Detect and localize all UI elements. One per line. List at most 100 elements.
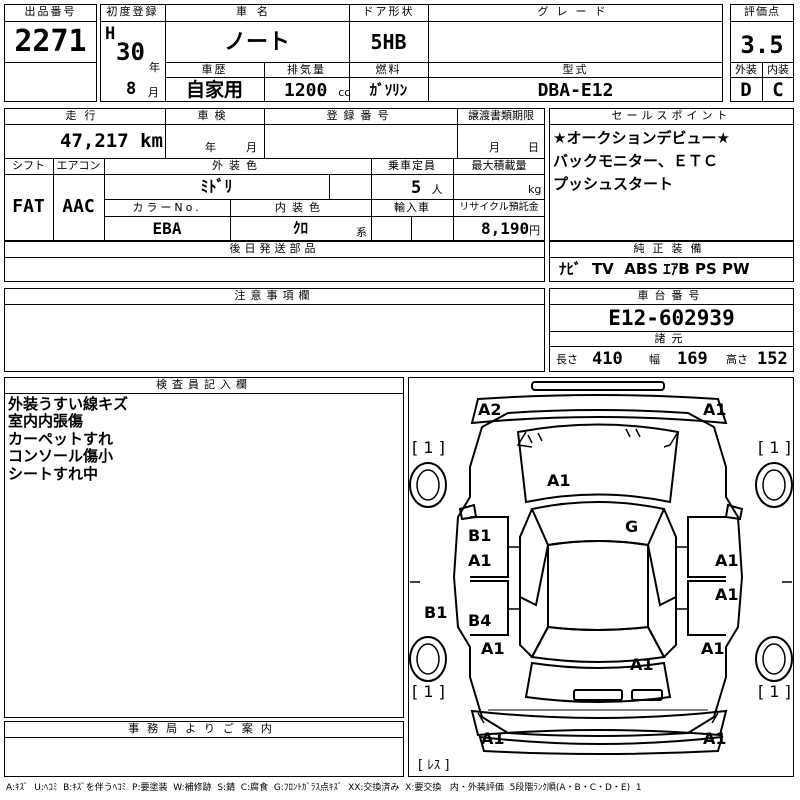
capacity-unit: 人 [431,183,443,196]
chassis-number-label: 車台番号 [637,289,706,302]
notes-label: 注意事項欄 [234,289,315,302]
height-value: 152 [757,349,788,369]
office-box [4,721,404,777]
registration-month: 8 [126,79,137,99]
mark-tire-front-right: [ 1 ] [758,438,791,457]
mark-rear-bumper-left: A1 [481,729,505,748]
displacement-value: 1200 cc [284,82,350,100]
mark-trunk: A1 [630,655,654,674]
mark-roof: G [625,517,639,536]
mark-sill-left: B1 [424,603,448,622]
car-name-label: 車名 [236,5,278,18]
height-label: 高さ [726,353,748,366]
mark-front-right: A1 [703,400,727,419]
interior-label: 内装 [767,63,789,76]
capacity-number: 5 [411,178,422,198]
inspector-note: 室内内張傷 [8,412,84,430]
overall-score: 3.5 [740,31,784,59]
interior-color: ｸﾛ [292,219,308,237]
recycle-fee-number: 8,190 [481,219,530,238]
mark-tire-rear-right: [ 1 ] [758,682,791,701]
width-value: 169 [677,349,708,369]
length-label: 長さ [556,353,578,366]
damage-diagram-box [408,377,794,777]
transfer-deadline-label: 譲渡書類期限 [468,109,534,122]
interior-grade: C [772,79,784,101]
mark-tire-front-left: [ 1 ] [412,438,445,457]
later-parts-box [4,241,545,282]
later-parts-label: 後日発送部品 [229,242,320,255]
mark-rear-door-left: B4 [468,611,492,630]
sales-point-label: セールスポイント [611,109,732,122]
mark-spare-tire: [ ﾚｽ ] [418,758,450,773]
mark-front-door-left-b: B1 [468,526,492,545]
aircon-value: AAC [62,196,95,217]
mileage-label: 走行 [65,109,104,122]
width-label: 幅 [649,353,660,366]
mark-front-door-right: A1 [715,551,739,570]
color-number: EBA [152,219,182,238]
mark-rear-door-right: A1 [715,585,739,604]
lot-number-label: 出品番号 [24,5,77,18]
capacity-label: 乗車定員 [388,159,436,172]
history-value: 自家用 [185,79,243,101]
inspector-note: コンソール傷小 [8,447,114,465]
inspector-note: カーペットすれ [8,430,114,448]
inspection-month-unit: 月 [246,141,257,154]
equipment-box [549,241,794,282]
lot-number-box [4,4,97,102]
mileage-number: 47,217 [60,130,129,152]
max-load-unit: kg [528,183,542,196]
lot-number: 2271 [14,24,87,59]
door-type-label: ドア形状 [362,5,415,18]
fuel-value: ｶﾞｿﾘﾝ [369,81,408,99]
year-unit: 年 [149,61,160,74]
first-registration-label: 初度登録 [106,5,159,18]
mark-rear-bumper-right: A1 [703,729,727,748]
chassis-number: E12-602939 [608,306,735,330]
model-label: 型式 [562,63,589,76]
inspector-box [4,377,404,718]
era-letter: H [105,24,116,44]
vehicle-header-box [100,4,723,102]
recycle-fee: 8,190円 [481,221,540,237]
car-name: ノート [223,30,290,55]
mark-tire-rear-left: [ 1 ] [412,682,445,701]
shift-label: シフト [12,159,45,172]
max-load-label: 最大積載量 [471,159,527,172]
interior-color-unit: 系 [356,226,367,239]
legend-text: A:ｷｽﾞ U:ﾍｺﾐ B:ｷｽﾞを伴うﾍｺﾐ P:要塗装 W:補修跡 S:錆 … [6,783,642,793]
notes-box [4,288,545,372]
exterior-grade: D [740,79,752,101]
sales-point-line: ★オークションデビュー★ [553,129,730,147]
sales-point-line: バックモニター、ＥＴＣ [553,152,718,170]
month-unit: 月 [148,86,159,99]
displacement-label: 排気量 [287,63,326,76]
mark-front-left: A2 [478,400,502,419]
aircon-label: エアコン [56,159,101,172]
import-label: 輸入車 [394,201,430,214]
mark-front-door-left: A1 [468,551,492,570]
grade-label: グレード [537,5,614,18]
exterior-label: 外装 [735,63,757,76]
interior-color-label: 内装色 [275,201,326,214]
length-value: 410 [592,349,623,369]
transfer-day-unit: 日 [528,141,539,154]
inspection-label: 車検 [197,109,232,122]
exterior-color: ﾐﾄﾞﾘ [200,177,233,196]
mark-rear-fender-left: A1 [481,639,505,658]
exterior-color-label: 外装色 [212,159,263,172]
mileage-value: 47,217 km [60,132,163,151]
chassis-box [549,288,794,372]
recycle-fee-unit: 円 [529,224,541,237]
spec-label: 諸元 [654,332,689,345]
sales-point-line: プッシュスタート [553,175,674,193]
displacement-unit: cc [338,86,351,99]
registration-year: 30 [116,38,145,66]
inspection-year-unit: 年 [205,141,216,154]
displacement-number: 1200 [284,80,328,101]
model-code: DBA-E12 [537,80,614,101]
office-label: 事務局よりご案内 [128,722,280,735]
mark-hood: A1 [547,471,571,490]
